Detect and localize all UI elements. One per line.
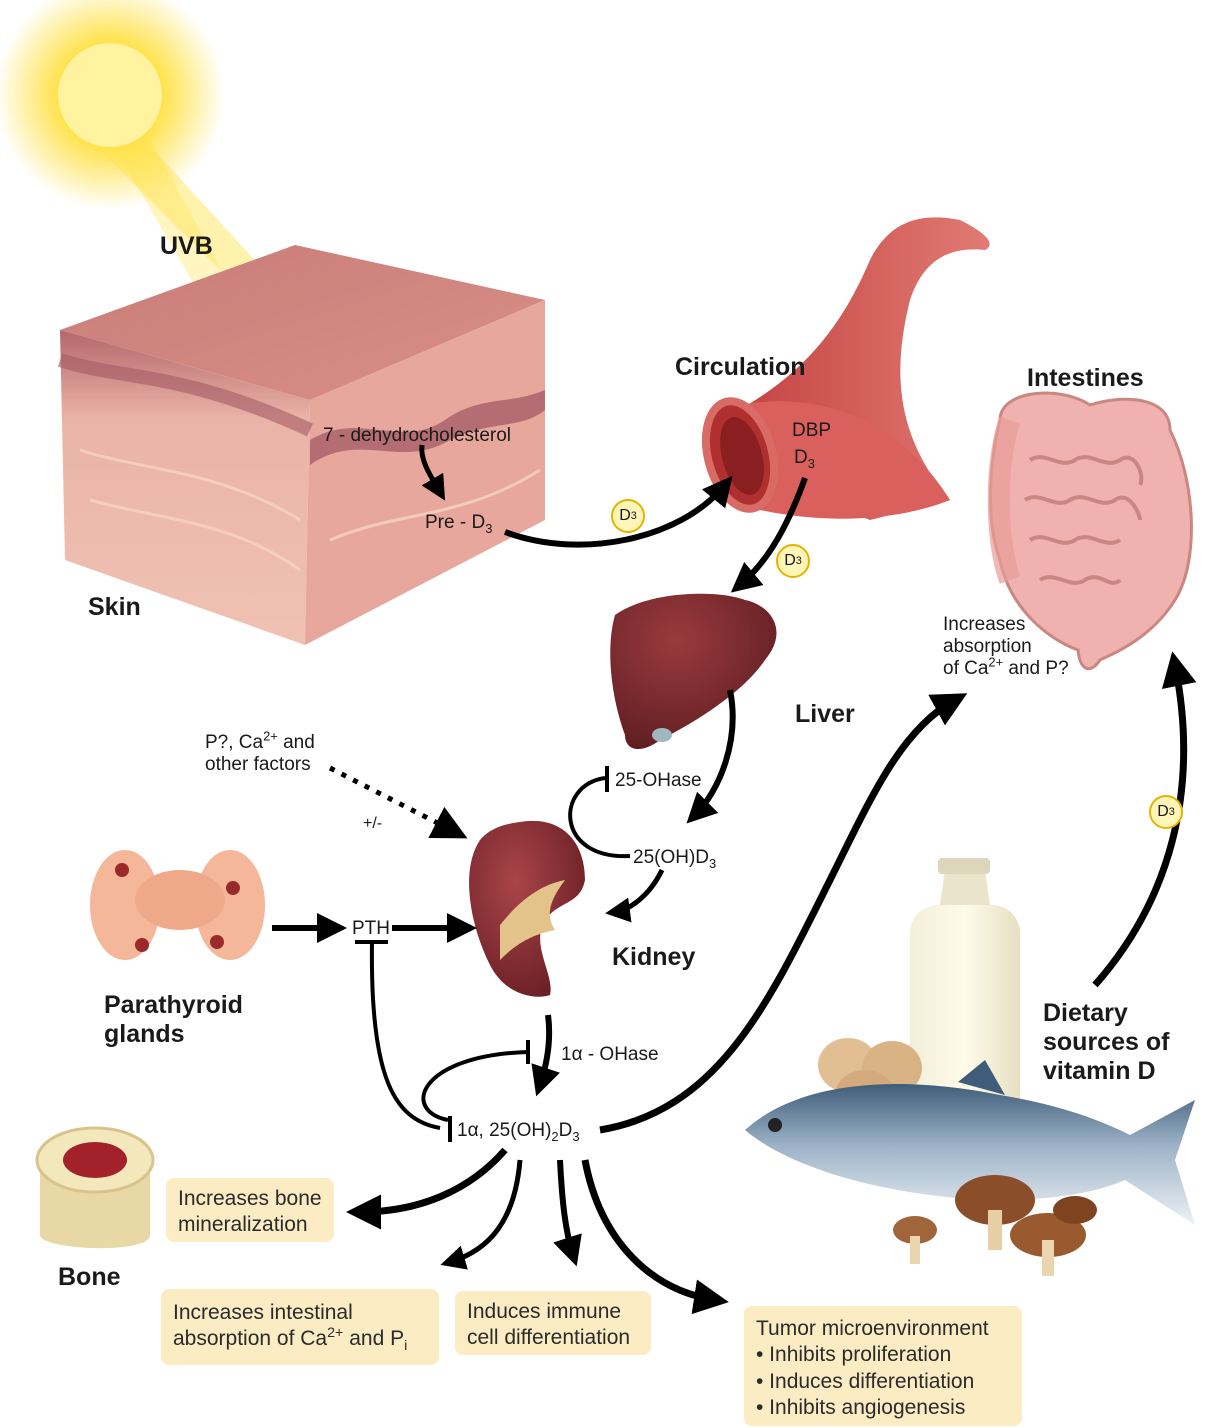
intestine-absorption-note: Increases absorption of Ca2+ and P?: [943, 614, 1069, 680]
kidney-illustration: [469, 821, 585, 997]
liver-illustration: [610, 594, 776, 749]
regulators-label: P?, Ca2+ and other factors: [205, 732, 315, 776]
bone-illustration: [37, 1128, 153, 1248]
pre-d3-label: Pre - D3: [425, 512, 492, 534]
plus-minus-label: +/-: [363, 815, 382, 833]
tumor-effect-item: • Induces differentiation: [756, 1369, 1010, 1395]
pth-label: PTH: [352, 918, 390, 940]
uvb-label: UVB: [160, 232, 213, 261]
effect-intestinal-box: Increases intestinal absorption of Ca2+ …: [161, 1289, 439, 1365]
liver-label: Liver: [795, 700, 855, 729]
dehydrocholesterol-label: 7 - dehydrocholesterol: [323, 425, 511, 447]
dietary-sources-label: Dietary sources of vitamin D: [1043, 999, 1169, 1085]
calcitriol-label: 1α, 25(OH)2D3: [457, 1120, 580, 1142]
1a-ohase-label: 1α - OHase: [561, 1044, 659, 1066]
tumor-effect-item: • Inhibits proliferation: [756, 1342, 1010, 1368]
tumor-effect-item: • Inhibits angiogenesis: [756, 1395, 1010, 1421]
vessel-d3-label: D3: [794, 447, 815, 469]
kidney-label: Kidney: [612, 943, 695, 972]
25-ohase-label: 25-OHase: [615, 770, 702, 792]
effect-immune-box: Induces immune cell differentiation: [455, 1291, 651, 1355]
skin-label: Skin: [88, 593, 141, 622]
parathyroid-glands-illustration: [90, 850, 265, 960]
dbp-label: DBP: [792, 420, 831, 442]
bone-label: Bone: [58, 1263, 121, 1292]
intestines-label: Intestines: [1027, 364, 1144, 393]
circulation-label: Circulation: [675, 353, 806, 382]
effect-tumor-box: Tumor microenvironment • Inhibits prolif…: [744, 1306, 1022, 1426]
25-oh-d3-label: 25(OH)D3: [633, 847, 716, 869]
parathyroid-label: Parathyroid glands: [104, 991, 243, 1049]
effect-bone-box: Increases bone mineralization: [166, 1178, 334, 1242]
